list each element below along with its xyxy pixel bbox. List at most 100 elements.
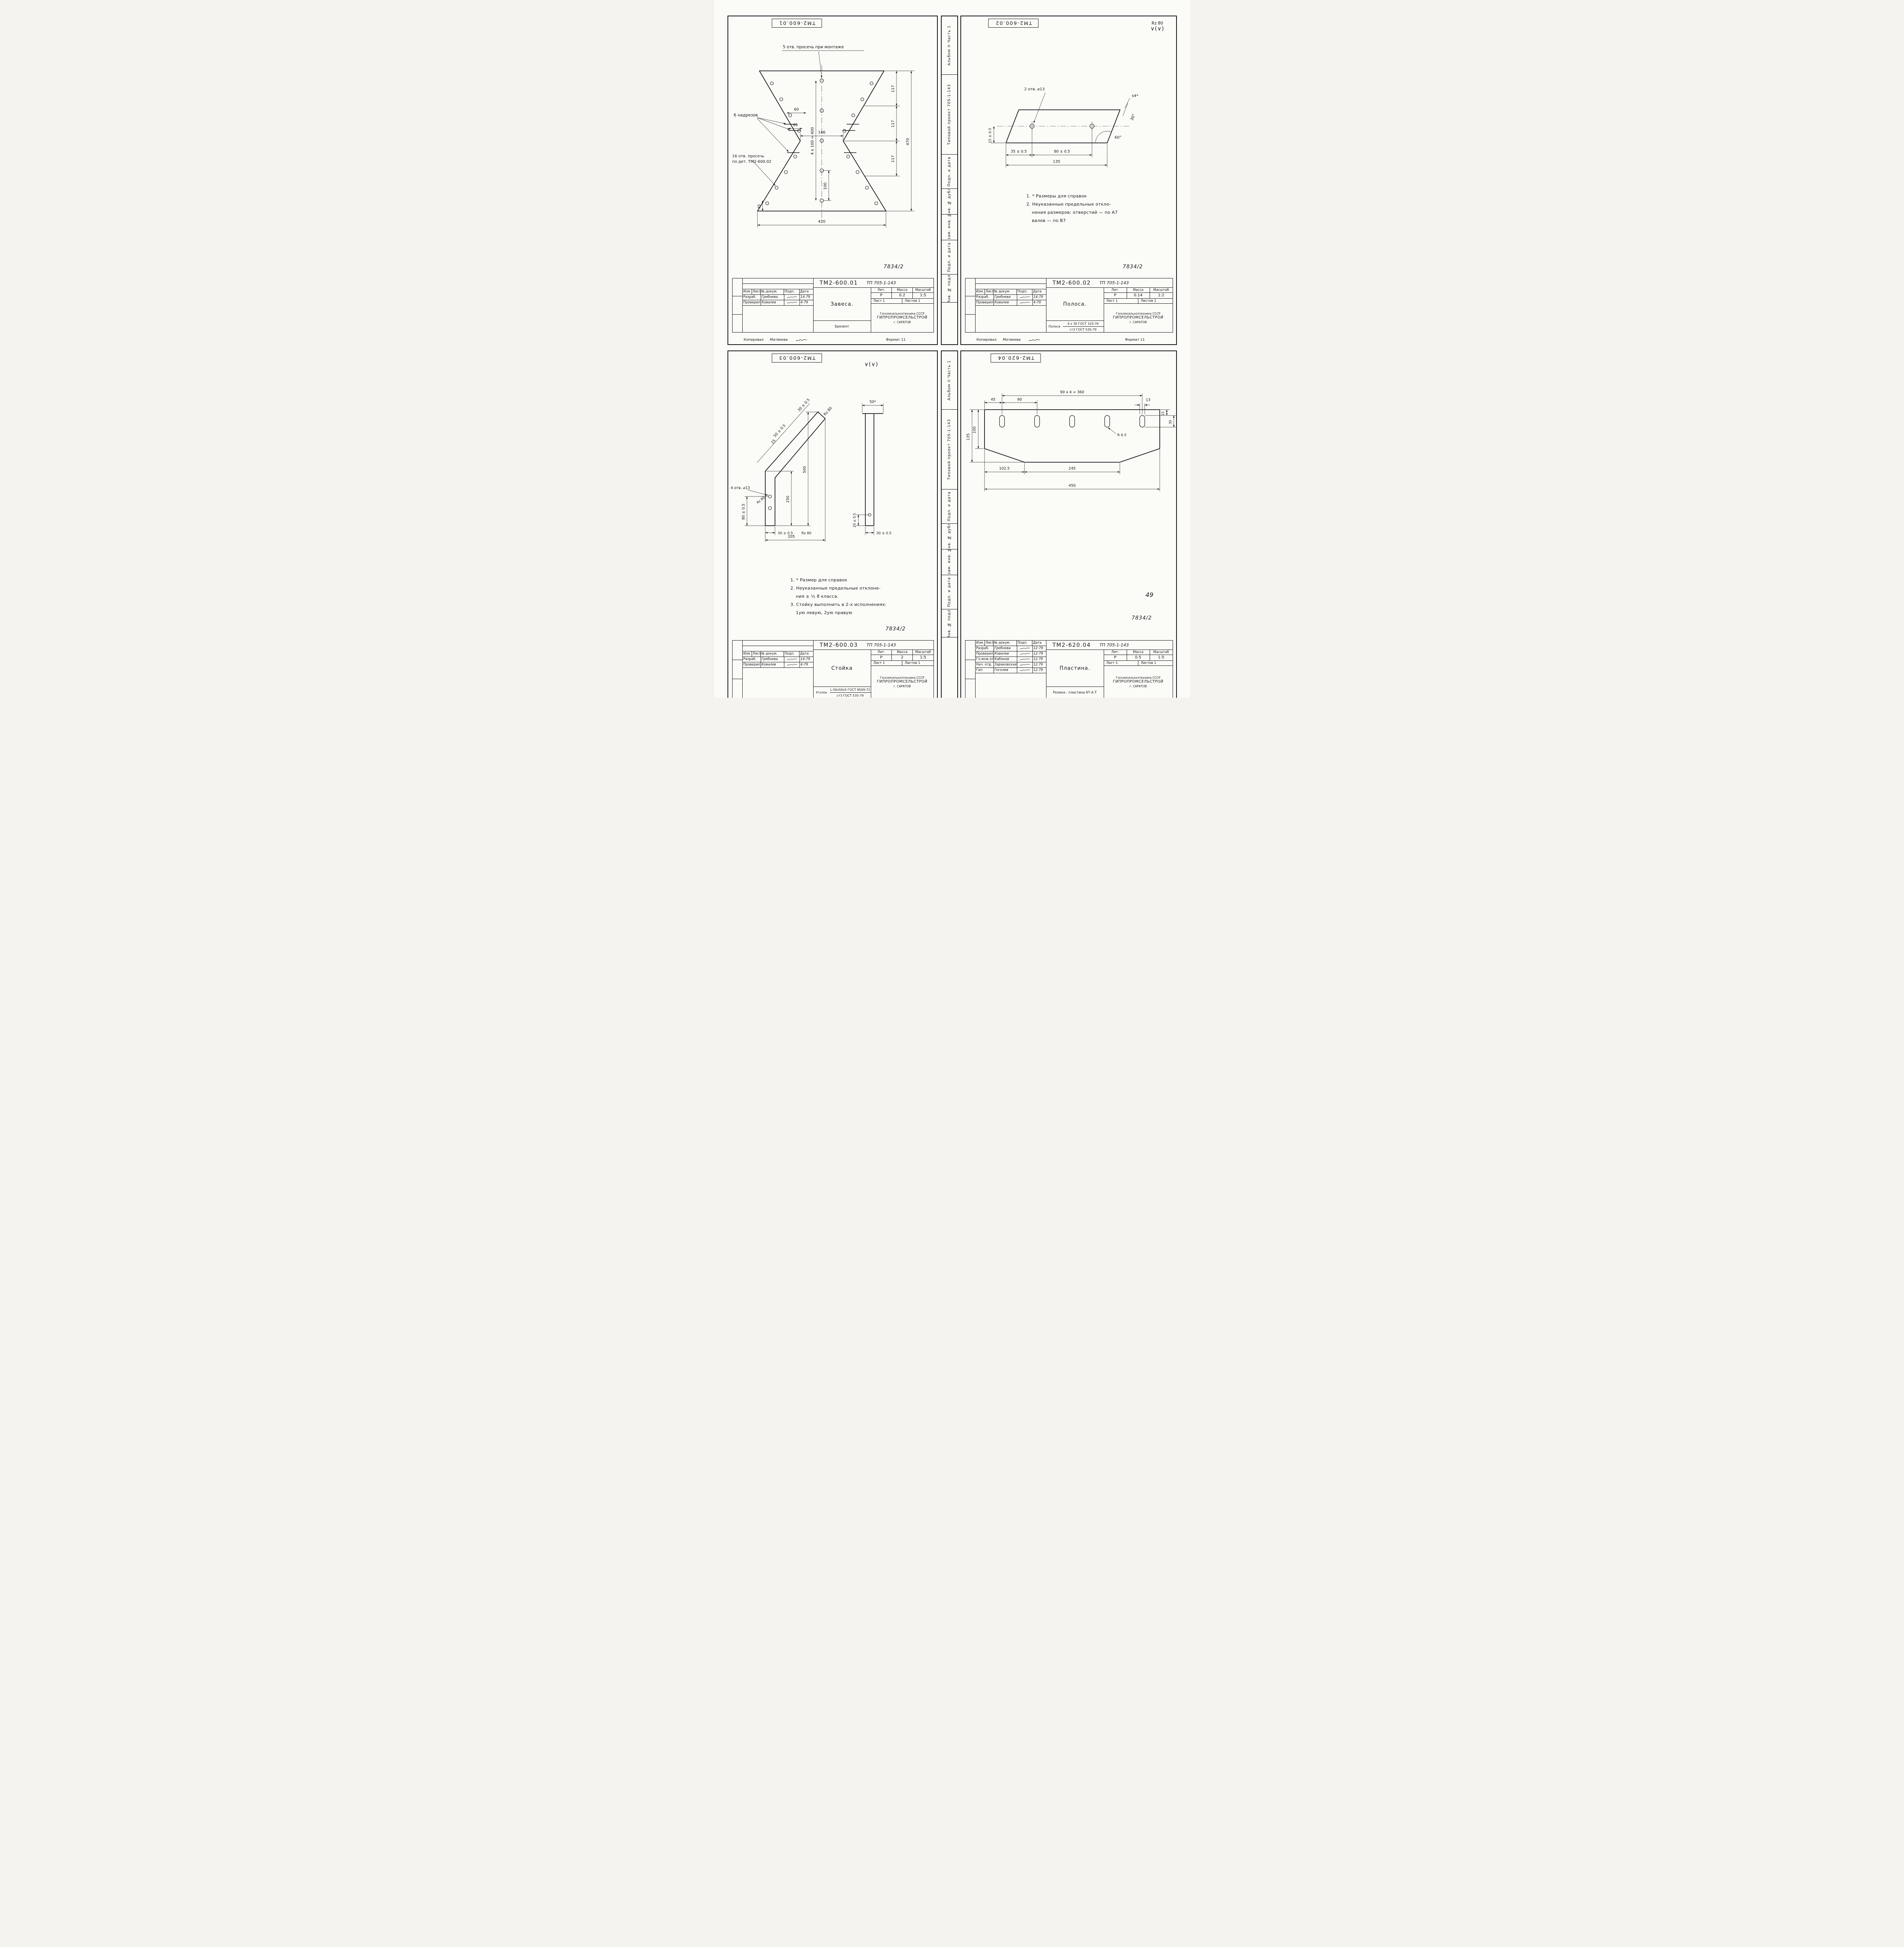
dimension-lines bbox=[752, 50, 914, 227]
thickness-label: s4* bbox=[1132, 94, 1138, 98]
sheets-total: Листов 1 bbox=[905, 661, 920, 665]
dim-135: 135 bbox=[1053, 160, 1060, 164]
flipped-doc-number: ТМ2-600.02 bbox=[988, 19, 1039, 28]
dim-35: 35 bbox=[757, 204, 761, 208]
material-kind: Полоса bbox=[1048, 325, 1060, 328]
sign-date: 4-79 bbox=[800, 301, 808, 305]
dim-20: 20 ± 0.5 bbox=[853, 513, 857, 528]
massa-value: 0.2 bbox=[892, 293, 913, 298]
top-row: ТМ2-600.01 bbox=[727, 16, 1177, 345]
dim-117-b: 117 bbox=[891, 120, 895, 127]
part-name: Полоса. bbox=[1063, 301, 1087, 307]
note-16-holes-2: по дет. ТМ2-600.02 bbox=[732, 160, 771, 164]
massa-header: Масса bbox=[1127, 650, 1150, 655]
kopiroval-label: Копировал bbox=[976, 338, 997, 342]
person-name: Гребнева bbox=[761, 295, 784, 300]
massa-header: Масса bbox=[892, 288, 913, 292]
document-number: ТМ2-620.04 bbox=[1052, 642, 1091, 648]
sign-date: 14-79 bbox=[800, 295, 810, 299]
rz-near-holes: Rz 80 bbox=[756, 496, 766, 505]
material: Брезент bbox=[813, 320, 871, 332]
format-label: Формат 11 bbox=[886, 338, 906, 342]
part-name: Пластина. bbox=[1059, 665, 1090, 671]
archive-number: 7834/2 bbox=[1122, 264, 1143, 270]
title-block-main: ТМ2-620.04 ТП 705-1-143 Пластина. Резина… bbox=[1046, 641, 1173, 698]
sheet-tm2-600-01: ТМ2-600.01 bbox=[727, 16, 938, 345]
col-izm: Изм. bbox=[743, 651, 752, 657]
podp-data-cell-2: Подп. и дата bbox=[947, 577, 951, 607]
col-date: Дата bbox=[1033, 641, 1042, 645]
bottom-row: ТМ2-600.03 ∨(∨) bbox=[727, 350, 1177, 698]
lit-value: Р bbox=[1104, 655, 1127, 660]
sheets-total: Листов 1 bbox=[905, 299, 920, 303]
inv-dubl-cell: Инв. № дубл. bbox=[947, 189, 951, 215]
org-line2: ГИПРОПРОМСЕЛЬСТРОЙ bbox=[1113, 315, 1164, 320]
person-name: Гребнева bbox=[994, 295, 1017, 300]
document-number: ТМ2-600.02 bbox=[1052, 280, 1091, 286]
sign-date: 4-79 bbox=[800, 663, 808, 667]
person-name: Ковалев bbox=[761, 662, 784, 667]
edge-notches bbox=[784, 124, 859, 153]
signature bbox=[1017, 646, 1033, 651]
material: Резина - пластина 6Т-А-Т bbox=[1046, 687, 1104, 698]
note-line-3: ния ± ½ 8 класса. bbox=[796, 593, 839, 599]
note-line-3: нения размеров: отверстий — по А7 bbox=[1032, 209, 1118, 215]
sheet-tm2-600-02: ТМ2-600.02 Rz 80 ∨(∨) bbox=[960, 16, 1177, 345]
dim-470: 470 bbox=[906, 138, 910, 145]
dim-100: 100 bbox=[823, 182, 828, 190]
title-block-main: ТМ2-600.01 ТП 705-1-143 Завеса. Брезент … bbox=[813, 278, 934, 332]
role-label: Проверил bbox=[743, 662, 761, 667]
copier-name: Матвеева bbox=[770, 338, 788, 342]
document-number: ТМ2-600.01 bbox=[819, 280, 858, 286]
album-label: Альбом II Часть 1 bbox=[947, 25, 951, 66]
flipped-doc-number: ТМ2-600.01 bbox=[771, 19, 822, 28]
format-label: Формат 11 bbox=[1125, 338, 1145, 342]
signature bbox=[784, 295, 800, 300]
dim-60: 60 bbox=[794, 107, 799, 112]
col-ndoc: № докум. bbox=[761, 651, 784, 657]
sign-date: 4-79 bbox=[1033, 301, 1041, 305]
doc-number-text: ТМ2-620.04 bbox=[997, 355, 1034, 361]
dim-90x4: 90 x 4 = 360 bbox=[1060, 390, 1084, 394]
part-outline bbox=[1005, 109, 1120, 143]
signature-table: Изм. Лист № докум. Подп. Дата Разраб. Гр… bbox=[742, 278, 814, 332]
slot-holes bbox=[999, 415, 1145, 428]
spare-cells-column bbox=[732, 278, 743, 332]
dimension-labels: 4 отв. ⌀13 Rz 80 30 ± 0.5 Rz 80 50 ± 0.5… bbox=[731, 398, 891, 539]
dim-500: 500 bbox=[803, 466, 807, 473]
person-name: Ковалев bbox=[994, 651, 1017, 657]
doc-number-text: ТМ2-600.02 bbox=[995, 20, 1032, 26]
org-line1: Госкомсельхозтехника СССР bbox=[1116, 676, 1161, 680]
surface-roughness-mark: ∨(∨) bbox=[865, 361, 878, 368]
part-outline bbox=[984, 409, 1160, 463]
scanned-drawing-page: ТМ2-600.01 bbox=[714, 0, 1190, 698]
masshtab-header: Масштаб bbox=[1153, 288, 1169, 292]
dim-135: 135 bbox=[966, 433, 970, 440]
project-code: ТП 705-1-143 bbox=[1099, 643, 1129, 648]
podp-data-cell-2: Подп. и дата bbox=[947, 242, 951, 272]
signature bbox=[1017, 295, 1033, 300]
material-top: L-50x50x5 ГОСТ 8509-72 bbox=[830, 687, 871, 693]
role-label: Разраб. bbox=[976, 295, 994, 300]
col-list: Лист bbox=[985, 289, 993, 294]
col-podp: Подп. bbox=[784, 289, 800, 294]
sign-date: 12-79 bbox=[1033, 646, 1043, 650]
dimension-lines bbox=[990, 92, 1130, 167]
dim-45: 45 bbox=[990, 398, 995, 402]
lit-value: Р bbox=[871, 293, 892, 298]
col-ndoc: № докум. bbox=[761, 289, 784, 294]
person-name: Зараковская bbox=[994, 662, 1017, 667]
spare-cells-column bbox=[965, 278, 976, 332]
masshtab-header: Масштаб bbox=[915, 288, 931, 292]
sheet-tm2-620-04: ТМ2-620.04 bbox=[960, 350, 1177, 698]
archive-number: 7834/2 bbox=[1131, 615, 1152, 621]
sign-date: 14-79 bbox=[1033, 295, 1043, 299]
material: Уголок L-50x50x5 ГОСТ 8509-72 ст3 ГОСТ 5… bbox=[813, 687, 871, 698]
dim-90: 90 bbox=[1017, 398, 1022, 402]
col-date: Дата bbox=[1033, 290, 1042, 294]
dim-35: 35 ± 0.5 bbox=[1011, 150, 1027, 154]
dimension-lines bbox=[969, 393, 1176, 491]
signature bbox=[784, 662, 800, 667]
project-code: ТП 705-1-143 bbox=[867, 280, 896, 285]
person-name: Кабанов bbox=[994, 657, 1017, 662]
